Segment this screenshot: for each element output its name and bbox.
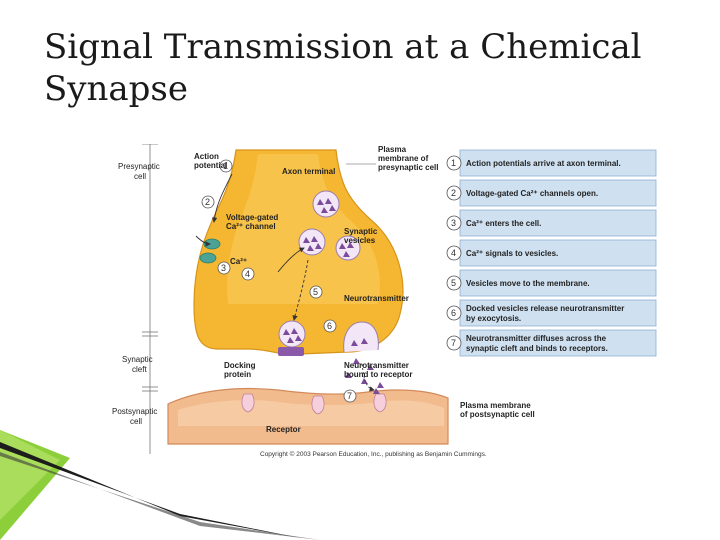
step-text: Vesicles move to the membrane. xyxy=(466,279,590,288)
slide-decoration xyxy=(0,430,720,540)
figure-step-marker: 5 xyxy=(310,286,322,298)
figure-step-marker: 6 xyxy=(324,320,336,332)
step-number: 2 xyxy=(451,188,456,198)
plasma-membrane-pre-label: Plasma membrane of presynaptic cell xyxy=(378,145,438,172)
plasma-membrane-post-label: Plasma membrane of postsynaptic cell xyxy=(460,401,535,419)
step-item: 3 Ca²⁺ enters the cell. xyxy=(447,210,656,236)
svg-text:3: 3 xyxy=(221,263,226,273)
synapse-figure: Presynaptic cell Synaptic cleft Postsyna… xyxy=(108,144,668,464)
step-item: 5 Vesicles move to the membrane. xyxy=(447,270,656,296)
svg-text:2: 2 xyxy=(205,197,210,207)
figure-step-marker: 7 xyxy=(344,390,356,402)
figure-step-marker: 4 xyxy=(242,268,254,280)
step-number: 7 xyxy=(451,338,456,348)
docking-protein-label: Docking protein xyxy=(224,361,258,379)
step-number: 3 xyxy=(451,218,456,228)
axon-terminal-label: Axon terminal xyxy=(282,167,335,176)
synaptic-vesicle xyxy=(313,191,339,217)
synapse-diagram: Presynaptic cell Synaptic cleft Postsyna… xyxy=(108,144,668,464)
synaptic-vesicle xyxy=(299,229,325,255)
slide-title: Signal Transmission at a Chemical Synaps… xyxy=(44,26,684,110)
step-number: 5 xyxy=(451,278,456,288)
steps-panel: 1 Action potentials arrive at axon termin… xyxy=(447,150,656,356)
docking-protein xyxy=(278,347,304,356)
step-text: Ca²⁺ signals to vesicles. xyxy=(466,249,558,258)
step-number: 4 xyxy=(451,248,456,258)
nt-bound-label: Neurotransmitter bound to receptor xyxy=(344,361,412,379)
calcium-label: Ca²⁺ xyxy=(230,257,247,266)
ca-channel-label: Voltage-gated Ca²⁺ channel xyxy=(226,213,281,231)
step-text: Ca²⁺ enters the cell. xyxy=(466,219,541,228)
receptor xyxy=(242,394,254,412)
step-text: Action potentials arrive at axon termina… xyxy=(466,159,621,168)
figure-step-marker: 2 xyxy=(202,196,214,208)
step-item: 4 Ca²⁺ signals to vesicles. xyxy=(447,240,656,266)
svg-text:5: 5 xyxy=(313,287,318,297)
receptor xyxy=(312,396,324,414)
synaptic-vesicles-label: Synaptic vesicles xyxy=(344,227,380,245)
action-potential-label: Action potential xyxy=(194,152,227,170)
svg-text:4: 4 xyxy=(245,269,250,279)
step-item: 1 Action potentials arrive at axon termin… xyxy=(447,150,656,176)
svg-text:6: 6 xyxy=(327,321,332,331)
postsynaptic-label: Postsynaptic cell xyxy=(112,407,160,426)
svg-text:7: 7 xyxy=(347,391,352,401)
step-item: 2 Voltage-gated Ca²⁺ channels open. xyxy=(447,180,656,206)
step-number: 1 xyxy=(451,158,456,168)
neurotransmitter-label: Neurotransmitter xyxy=(344,294,409,303)
presynaptic-label: Presynaptic cell xyxy=(118,162,162,181)
figure-step-marker: 3 xyxy=(218,262,230,274)
step-text: Voltage-gated Ca²⁺ channels open. xyxy=(466,189,598,198)
docked-vesicle xyxy=(279,321,305,347)
step-number: 6 xyxy=(451,308,456,318)
